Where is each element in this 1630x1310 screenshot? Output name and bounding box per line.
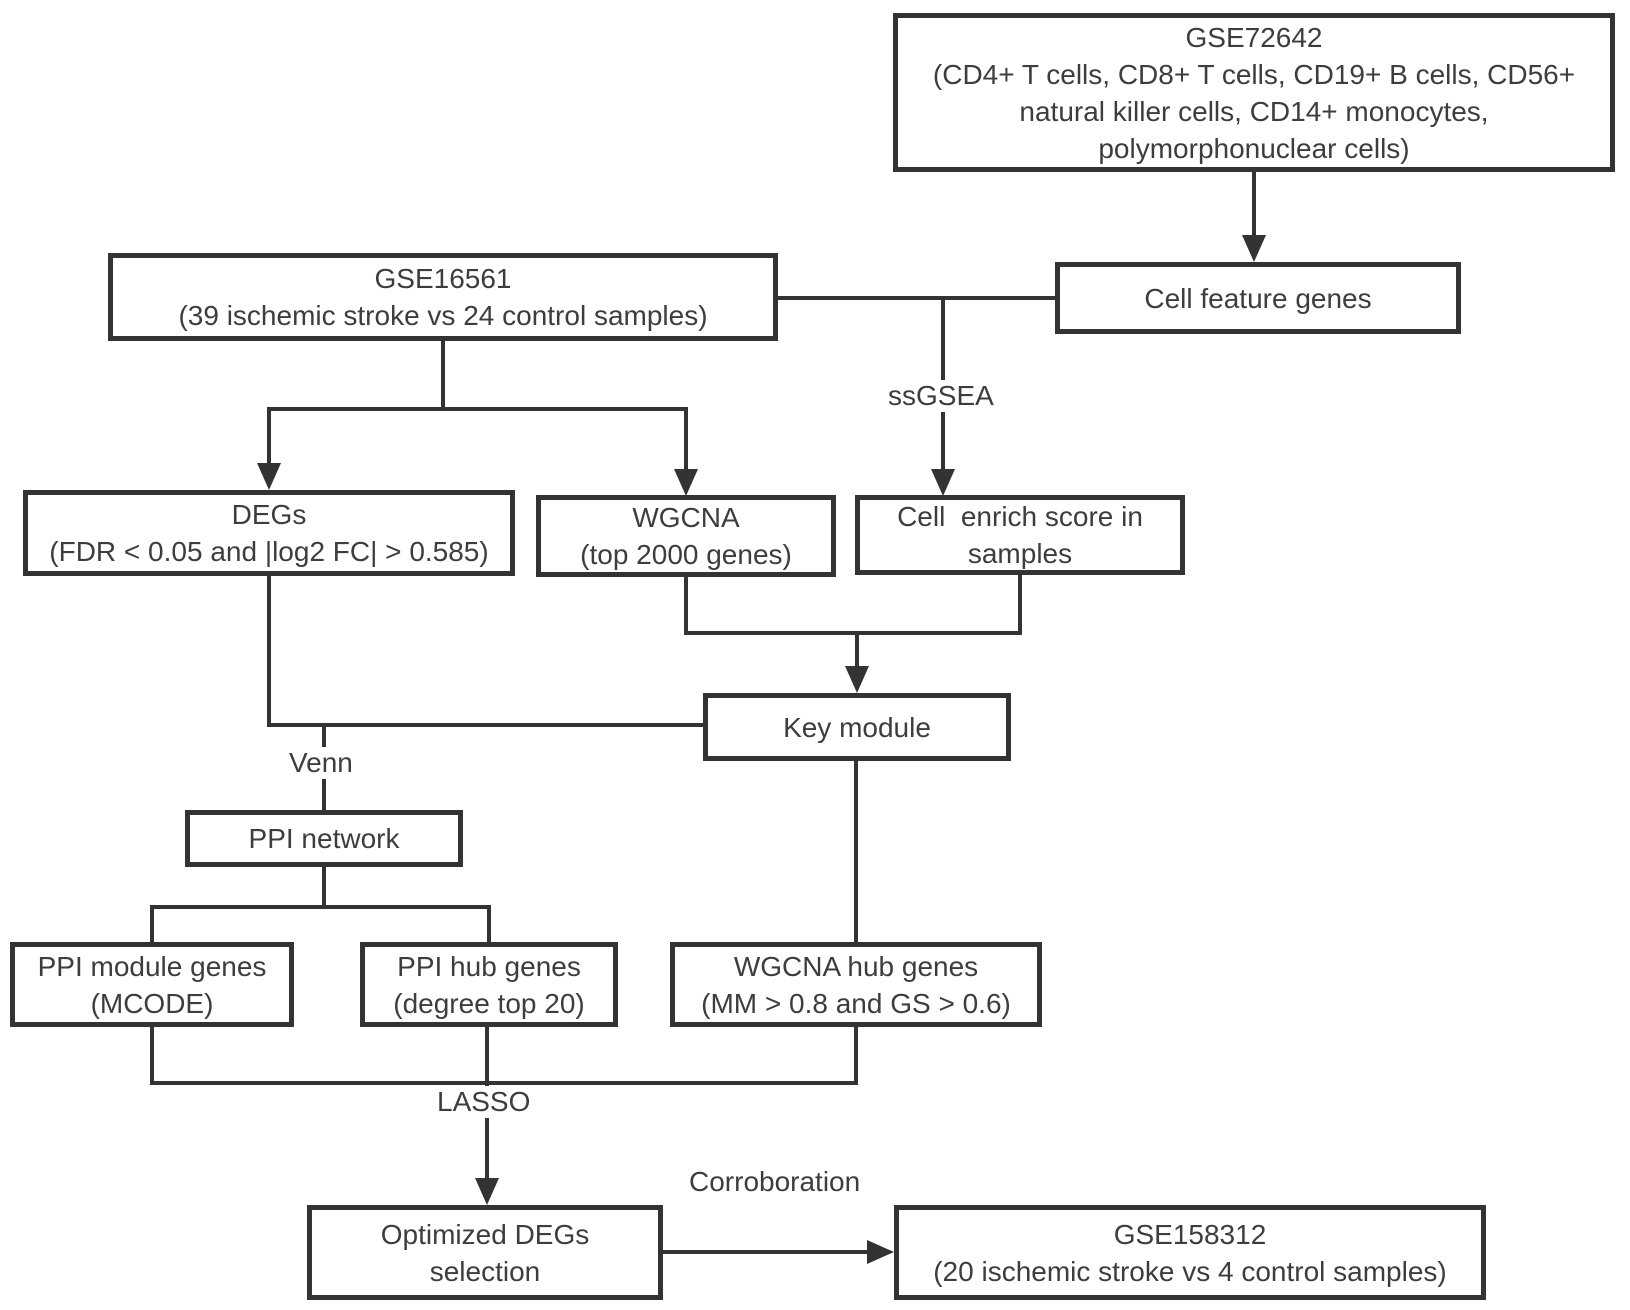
node-gse16561: GSE16561 (39 ischemic stroke vs 24 contr… xyxy=(108,253,778,341)
node-gse72642-text: GSE72642 (CD4+ T cells, CD8+ T cells, CD… xyxy=(932,21,1576,164)
node-optimized-degs: Optimized DEGs selection xyxy=(307,1205,663,1300)
node-degs: DEGs (FDR < 0.05 and |log2 FC| > 0.585) xyxy=(23,490,515,576)
node-degs-text: DEGs (FDR < 0.05 and |log2 FC| > 0.585) xyxy=(49,499,489,567)
node-gse158312-text: GSE158312 (20 ischemic stroke vs 4 contr… xyxy=(933,1218,1447,1287)
arrowhead-cell-feature-genes xyxy=(1242,235,1266,262)
node-gse72642: GSE72642 (CD4+ T cells, CD8+ T cells, CD… xyxy=(893,13,1615,172)
edge-label-corroboration: Corroboration xyxy=(681,1166,869,1198)
node-key-module: Key module xyxy=(703,693,1011,761)
edge-ppi-network-stem-line xyxy=(322,867,326,909)
edge-to-ppi-hub-line xyxy=(487,909,491,942)
edge-ppi-module-down-line xyxy=(150,1027,154,1085)
edge-gse16561-to-cell-feature-line xyxy=(778,296,1055,300)
node-key-module-text: Key module xyxy=(783,711,931,743)
edge-label-venn: Venn xyxy=(281,747,361,779)
edge-degs-down-line xyxy=(267,576,271,727)
arrowhead-degs xyxy=(257,463,281,490)
arrowhead-gse158312 xyxy=(867,1240,894,1264)
edge-wgcna-hub-down-line xyxy=(854,1027,858,1085)
node-ppi-network: PPI network xyxy=(185,810,463,867)
node-wgcna: WGCNA (top 2000 genes) xyxy=(536,495,836,577)
edge-wgcna-down-line xyxy=(684,577,688,635)
edge-gse16561-split-line xyxy=(267,407,688,411)
node-cell-enrich-score: Cell enrich score in samples xyxy=(855,495,1185,575)
edge-cell-enrich-down-line xyxy=(1018,575,1022,635)
edge-ppi-split-line xyxy=(150,905,491,909)
edge-corroboration-line xyxy=(663,1250,869,1254)
edge-to-wgcna-line xyxy=(684,407,688,471)
edge-key-module-to-wgcna-hub-line xyxy=(854,761,858,942)
node-ppi-network-text: PPI network xyxy=(248,823,400,854)
node-cell-feature-genes: Cell feature genes xyxy=(1055,262,1461,334)
node-ppi-hub-genes-text: PPI hub genes (degree top 20) xyxy=(393,950,585,1019)
edge-wgcna-enrich-join-line xyxy=(684,631,1022,635)
node-ppi-hub-genes: PPI hub genes (degree top 20) xyxy=(360,942,618,1027)
node-wgcna-text: WGCNA (top 2000 genes) xyxy=(580,502,792,570)
node-wgcna-hub-genes-text: WGCNA hub genes (MM > 0.8 and GS > 0.6) xyxy=(701,950,1011,1019)
node-ppi-module-genes: PPI module genes (MCODE) xyxy=(10,942,294,1027)
node-cell-enrich-score-text: Cell enrich score in samples xyxy=(897,501,1143,569)
node-gse16561-text: GSE16561 (39 ischemic stroke vs 24 contr… xyxy=(178,263,708,331)
edge-degs-to-key-module-line xyxy=(267,723,703,727)
node-cell-feature-genes-text: Cell feature genes xyxy=(1144,282,1372,314)
edge-gse72642-to-cell-feature-line xyxy=(1252,172,1256,236)
arrowhead-optimized-degs xyxy=(475,1178,499,1205)
edge-to-ppi-module-line xyxy=(150,909,154,942)
node-wgcna-hub-genes: WGCNA hub genes (MM > 0.8 and GS > 0.6) xyxy=(670,942,1042,1027)
edge-to-degs-line xyxy=(267,407,271,465)
arrowhead-wgcna xyxy=(674,469,698,496)
node-optimized-degs-text: Optimized DEGs selection xyxy=(380,1218,590,1287)
node-gse158312: GSE158312 (20 ischemic stroke vs 4 contr… xyxy=(894,1205,1486,1300)
edge-to-key-module-line xyxy=(855,635,859,668)
edge-gse16561-stem-line xyxy=(441,341,445,411)
edge-label-lasso: LASSO xyxy=(429,1086,539,1118)
edge-label-ssgsea: ssGSEA xyxy=(880,380,1002,412)
edge-lasso-join-line xyxy=(150,1081,858,1085)
arrowhead-key-module xyxy=(845,666,869,693)
node-ppi-module-genes-text: PPI module genes (MCODE) xyxy=(37,950,267,1019)
arrowhead-cell-enrich-score xyxy=(931,469,955,496)
